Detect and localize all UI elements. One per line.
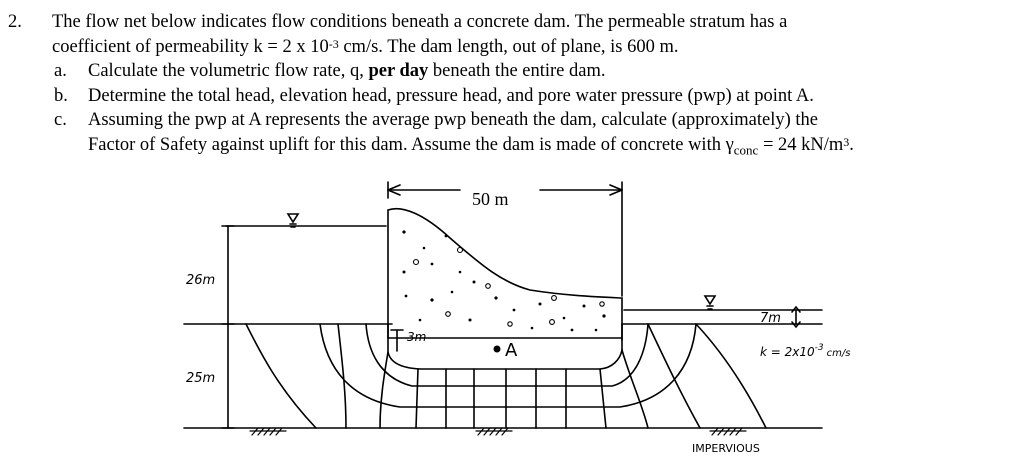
exponent: -3 <box>328 36 339 51</box>
flow-line-2 <box>365 323 649 387</box>
upstream-water-marker <box>286 213 300 228</box>
impervious-label: IMPERVIOUS <box>692 442 760 455</box>
equipotential-12 <box>647 323 701 429</box>
perm-k: k = 2x10 <box>760 345 815 359</box>
unit-exponent: 3 <box>843 134 850 149</box>
equipotential-13 <box>695 323 767 429</box>
problem-statement: 2. The flow net below indicates flow con… <box>8 10 1013 157</box>
downstream-height-label: 7m <box>760 311 781 326</box>
item-a-before: Calculate the volumetric flow rate, q, <box>88 61 369 81</box>
item-c-letter: c. <box>54 110 67 130</box>
dam-outline <box>387 207 623 341</box>
dim-left-ticks <box>221 225 235 429</box>
cutoff-label: 3m <box>407 330 426 344</box>
intro-text-b: cm/s. The dam length, out of plane, is 6… <box>338 36 679 57</box>
item-a-after: beneath the entire dam. <box>428 61 606 81</box>
flow-line-3 <box>319 323 697 408</box>
width-label: 50 m <box>472 189 509 209</box>
gamma-symbol: γ <box>725 134 734 155</box>
item-a-text: Calculate the volumetric flow rate, q, p… <box>88 59 606 84</box>
item-b-text: Determine the total head, elevation head… <box>88 85 814 106</box>
perm-exp: -3 <box>815 343 824 353</box>
concrete-aggregate <box>412 246 605 327</box>
item-c-line2-a: Factor of Safety against uplift for this… <box>88 134 726 155</box>
cutoff-tick <box>390 329 404 339</box>
hatch-left <box>249 427 287 436</box>
stratum-depth-label: 25m <box>186 371 215 386</box>
dim-right-7m <box>791 305 801 329</box>
upstream-height-label: 26m <box>186 273 215 288</box>
item-b-letter: b. <box>54 85 68 106</box>
item-a-bold: per day <box>368 61 429 81</box>
equipotential-11 <box>621 349 649 429</box>
item-c-period: . <box>849 134 854 155</box>
hatch-right <box>709 427 747 436</box>
dim-arrow-left <box>387 184 401 196</box>
item-c-line2-b: = 24 kN/m <box>758 134 844 155</box>
downstream-water-marker <box>703 295 717 310</box>
concrete-speckles <box>402 230 606 332</box>
dim-arrow-right <box>609 184 623 196</box>
hatch-middle <box>475 427 513 436</box>
problem-number: 2. <box>8 12 22 32</box>
item-c-line1: Assuming the pwp at A represents the ave… <box>88 110 818 130</box>
intro-text-a: coefficient of permeability k = 2 x 10 <box>52 36 329 57</box>
flow-line-1 <box>387 323 623 370</box>
equipotential-4 <box>415 368 419 429</box>
equipotential-1 <box>245 323 317 429</box>
item-c-line2: Factor of Safety against uplift for this… <box>88 133 854 163</box>
equipotential-10 <box>599 368 607 429</box>
point-a-label: A <box>505 340 518 361</box>
perm-unit: cm/s <box>827 348 851 359</box>
point-a-marker <box>493 345 501 353</box>
item-a-letter: a. <box>54 61 67 81</box>
problem-intro-line1: The flow net below indicates flow condit… <box>52 12 788 32</box>
equipotential-2 <box>337 323 347 429</box>
problem-intro-line2: coefficient of permeability k = 2 x 10-3… <box>52 35 679 60</box>
gamma-subscript: conc <box>733 142 759 158</box>
equipotential-3 <box>379 351 389 429</box>
